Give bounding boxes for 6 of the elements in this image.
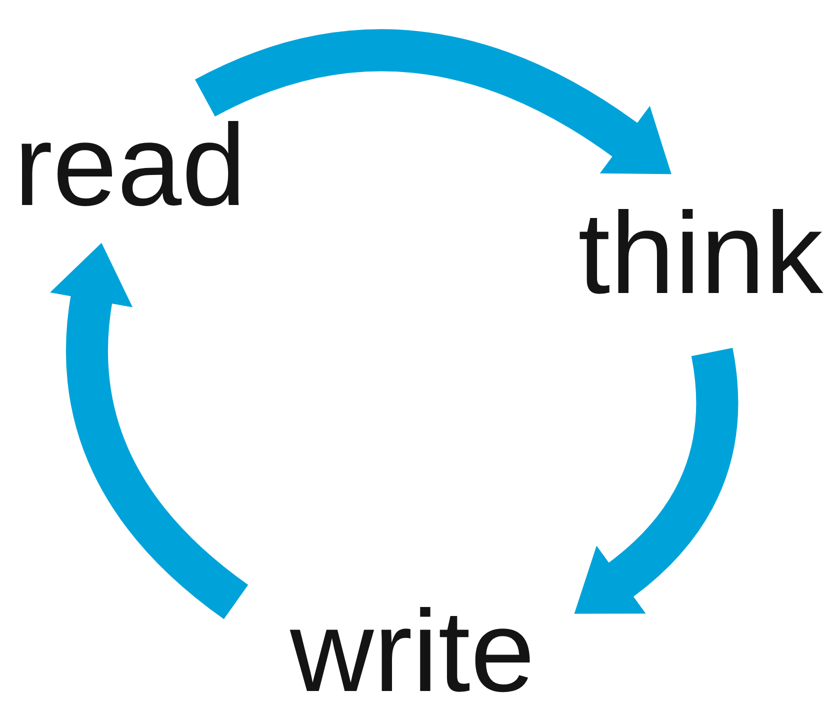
step-label: read <box>14 110 246 220</box>
curved-arrow <box>196 29 672 174</box>
curved-arrow <box>50 242 249 619</box>
curved-arrow <box>576 348 738 616</box>
step-label: write <box>290 596 535 706</box>
step-label: think <box>578 198 824 308</box>
